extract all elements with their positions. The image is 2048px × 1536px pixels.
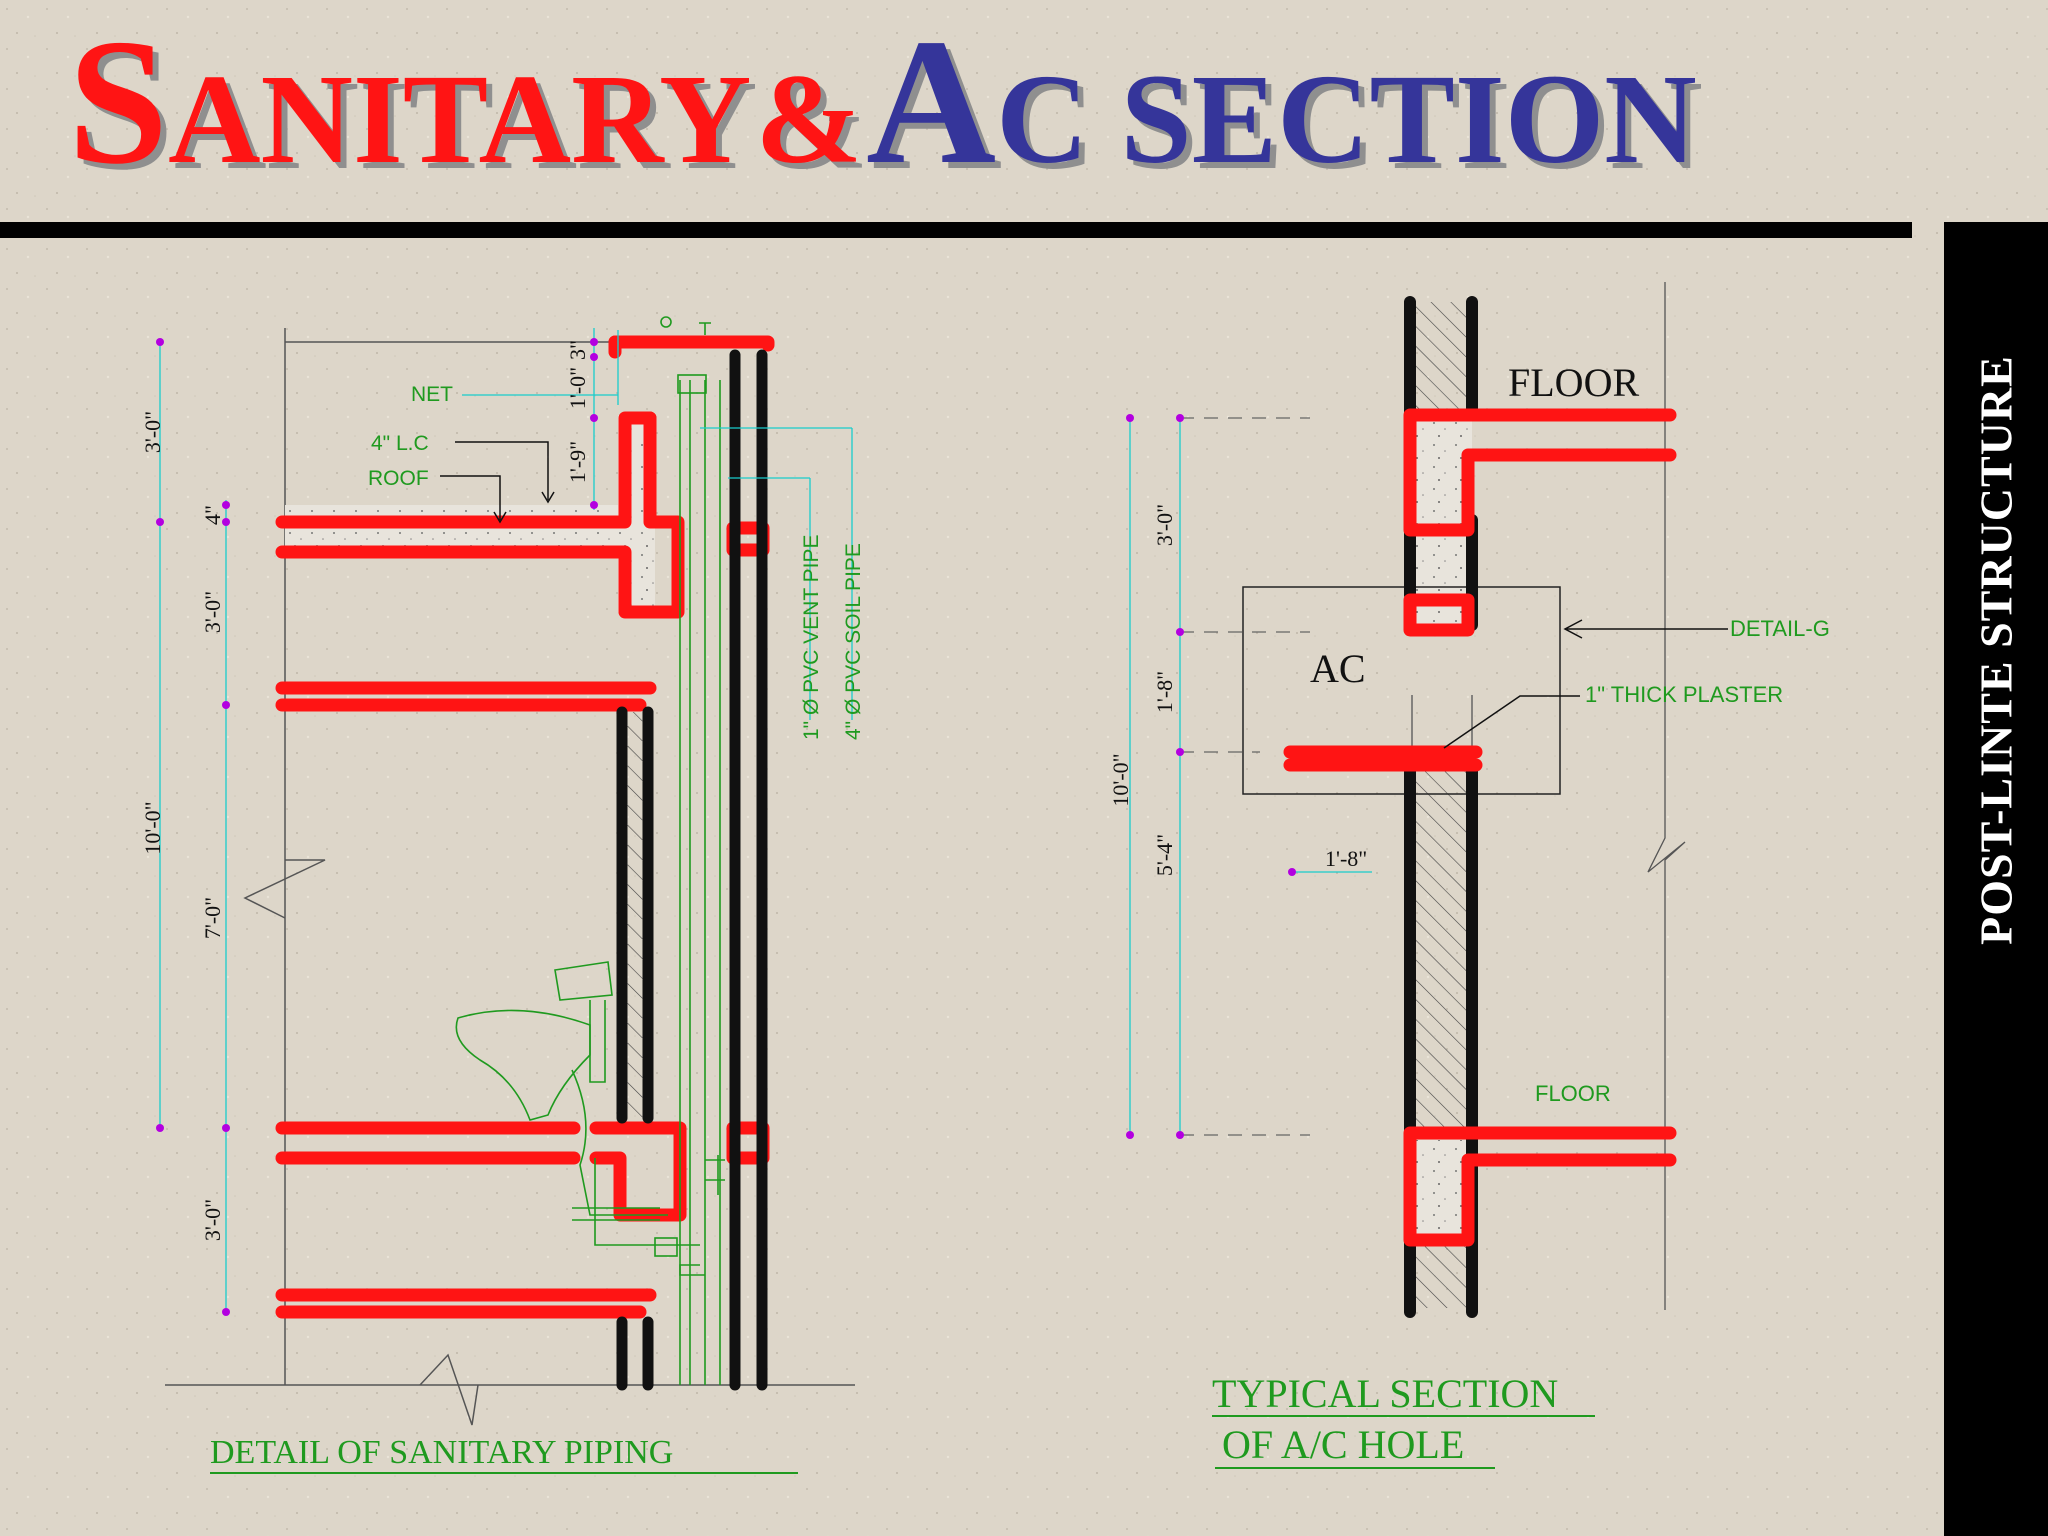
sidebar-panel	[1944, 222, 2048, 1536]
label-lc: 4" L.C	[371, 432, 429, 455]
dim-mid-slab: 4"	[200, 505, 225, 525]
title-letter-s: S	[68, 2, 169, 201]
label-floor-bottom: FLOOR	[1535, 1081, 1611, 1106]
ac-caption-line2: OF A/C HOLE	[1222, 1422, 1464, 1467]
label-detail-g: DETAIL-G	[1730, 616, 1830, 641]
dim-left-roof: 3'-0"	[140, 411, 165, 453]
label-floor-top: FLOOR	[1508, 360, 1639, 405]
title-rule	[0, 222, 1912, 238]
ac-dim-lower: 5'-4"	[1152, 834, 1177, 876]
sanitary-caption: DETAIL OF SANITARY PIPING	[210, 1434, 673, 1471]
dim-mid-beam: 3'-0"	[200, 591, 225, 633]
sanitary-section	[156, 316, 855, 1426]
ac-caption-line1: TYPICAL SECTION	[1212, 1371, 1558, 1416]
ac-dim-opening: 1'-8"	[1152, 671, 1177, 713]
dim-mid-lower: 3'-0"	[200, 1199, 225, 1241]
detail-g-box	[1242, 586, 1561, 795]
title-ampersand: &	[755, 48, 863, 190]
title-letter-a: A	[866, 2, 997, 201]
dim-top-1ft9: 1'-9"	[565, 441, 590, 483]
label-roof: ROOF	[368, 467, 429, 490]
label-ac: AC	[1310, 646, 1366, 691]
ac-section	[1126, 282, 1728, 1318]
dim-top-1ft: 1'-0"	[565, 367, 590, 409]
ac-dim-upper: 3'-0"	[1152, 504, 1177, 546]
title-c-section: C SECTION	[996, 48, 1697, 190]
dim-left-height: 10'-0"	[140, 801, 165, 854]
label-net: NET	[411, 383, 453, 406]
page-title: SANITARY & AC SECTION	[68, 12, 1948, 212]
label-thick-plaster: 1" THICK PLASTER	[1585, 682, 1783, 707]
label-vent-pipe: 1" Ø PVC VENT PIPE	[800, 535, 823, 740]
ac-dim-width: 1'-8"	[1325, 846, 1367, 871]
ac-dim-total: 10'-0"	[1108, 753, 1133, 806]
title-anitary: ANITARY	[168, 48, 752, 190]
label-soil-pipe: 4" Ø PVC SOIL PIPE	[842, 543, 865, 740]
dim-mid-room: 7'-0"	[200, 897, 225, 939]
dim-top-3in: 3"	[565, 340, 590, 360]
roof-slab	[285, 415, 655, 612]
